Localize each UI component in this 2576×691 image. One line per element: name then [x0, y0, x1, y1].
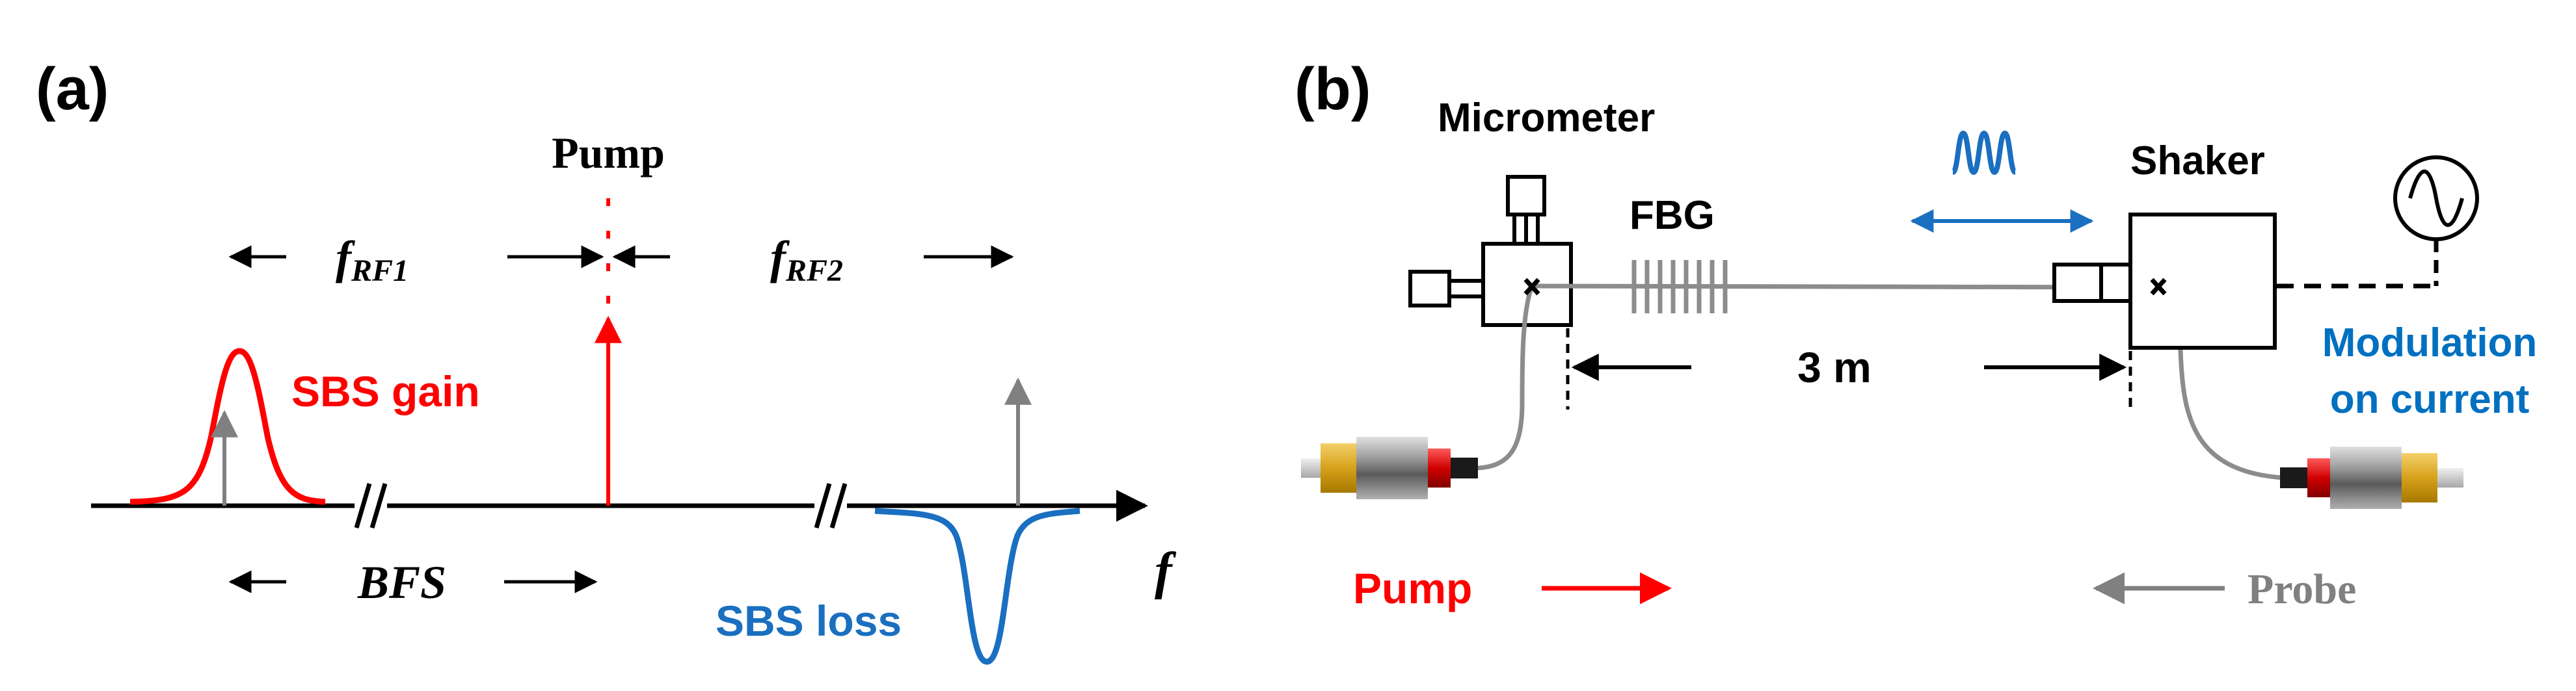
sbs-gain-label: SBS gain [291, 367, 480, 415]
micrometer-fiber-clamp [1523, 278, 1540, 296]
modulation-label-line1: Modulation [2322, 320, 2538, 365]
pump-label: Pump [552, 128, 665, 177]
axis-break-2 [814, 483, 848, 528]
f-rf2-label: fRF2 [770, 231, 843, 288]
distance-label: 3 m [1797, 343, 1872, 391]
frequency-axis-label: f [1155, 543, 1177, 600]
micrometer-stage [1408, 175, 1573, 327]
bfs-label: BFS [357, 556, 446, 608]
shaker-fiber-clamp [2150, 278, 2167, 296]
sine-wave-icon [2408, 169, 2464, 228]
probe-direction-label: Probe [2247, 566, 2356, 613]
pump-direction-label: Pump [1353, 564, 1472, 612]
fbg-grating [1631, 260, 1728, 313]
modulation-label-line2: on current [2330, 377, 2530, 422]
sbs-loss-label: SBS loss [716, 597, 902, 645]
panel-a: (a) Pump fRF1 fRF2 f S [36, 56, 1177, 665]
optical-fiber-pump-lead [1476, 285, 1535, 471]
vibration-waveform-icon [1950, 130, 2018, 176]
micrometer-label: Micrometer [1438, 96, 1655, 140]
pump-fiber-connector [1301, 437, 1478, 499]
fbg-label: FBG [1630, 193, 1715, 238]
panel-a-tag: (a) [36, 56, 109, 122]
f-rf1-label: fRF1 [336, 231, 409, 288]
axis-break-1 [354, 483, 388, 528]
sbs-gain-curve [129, 348, 326, 505]
probe-fiber-connector [2280, 447, 2463, 509]
sbs-loss-curve [874, 508, 1080, 665]
shaker-label: Shaker [2130, 138, 2265, 183]
panel-b: (b) Micrometer FBG Shaker [1295, 56, 2537, 613]
panel-b-tag: (b) [1295, 56, 1371, 122]
